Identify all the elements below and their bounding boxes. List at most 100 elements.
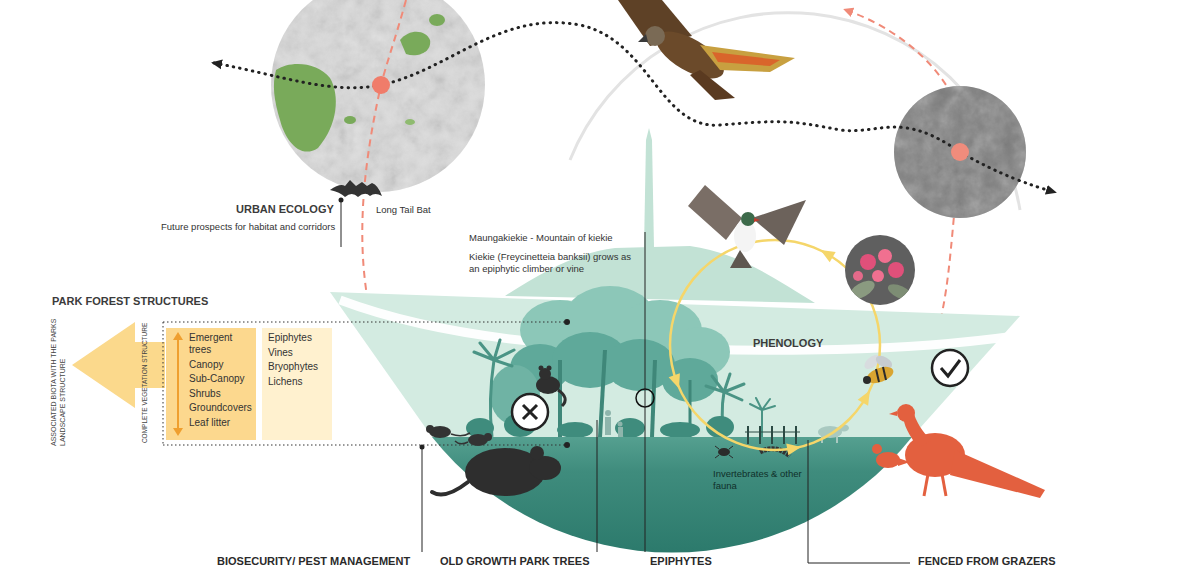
range-arrow: [172, 332, 184, 436]
possum-pest: [547, 366, 552, 371]
structure-bracket: [163, 322, 564, 323]
possum-pest: [539, 366, 544, 371]
invertebrates: [715, 446, 733, 458]
pest-cross-icon: [512, 394, 548, 430]
species-label: Long Tail Bat: [376, 204, 431, 215]
regional-map-globe: [400, 32, 430, 56]
layer-item: Sub-Canopy: [189, 373, 252, 385]
pheasant: [872, 444, 882, 454]
pheasant: [897, 404, 915, 422]
fence: [759, 426, 761, 444]
kaka-parrot: [712, 52, 780, 66]
caption-text: Future prospects for habitat and corrido…: [161, 221, 335, 232]
leader-dots: [564, 319, 570, 325]
check-icon: [941, 360, 960, 376]
range-arrow: [177, 338, 179, 430]
section-heading: URBAN ECOLOGY: [236, 203, 334, 216]
text-column: EpiphytesVinesBryophytesLichens: [268, 332, 328, 390]
park-trees: [750, 398, 775, 410]
associated-biota-box: EpiphytesVinesBryophytesLichens: [262, 328, 332, 440]
callout-heading: FENCED FROM GRAZERS: [918, 555, 1056, 567]
rat-pest: [530, 446, 544, 460]
text-column: Emergent treesCanopySub-CanopyShrubsGrou…: [189, 332, 252, 431]
pheasant: [924, 474, 928, 496]
structure-bracket: [163, 322, 164, 445]
flower-photo: [845, 235, 915, 305]
layer-item: Bryophytes: [268, 361, 328, 373]
park-trees: [660, 422, 700, 438]
long-tail-bat: [330, 180, 382, 197]
flower-photo: [846, 277, 877, 303]
leader-lines: [808, 440, 910, 563]
structure-bracket: [163, 445, 564, 446]
grazer: [836, 436, 838, 443]
park-visitors: [605, 410, 611, 416]
obelisk: [644, 128, 654, 248]
layer-item: Canopy: [189, 359, 252, 371]
check-icon: [932, 350, 968, 386]
honey-bee: [876, 369, 879, 382]
rat-pest: [426, 425, 561, 496]
range-arrow: [173, 332, 183, 340]
park-trees: [600, 350, 605, 437]
fence: [795, 426, 797, 444]
park-visitors: [605, 417, 611, 435]
layer-item: Shrubs: [189, 388, 252, 400]
layer-item: Vines: [268, 347, 328, 359]
pheasant: [889, 411, 897, 416]
leader-dots: [564, 442, 570, 448]
fence: [783, 426, 785, 444]
kereru-pigeon: [741, 212, 755, 226]
pest-cross-icon: [512, 394, 548, 430]
migration-arrow: [362, 0, 406, 343]
pheasant: [950, 450, 1045, 498]
rat-pest: [484, 433, 492, 441]
layer-item: Lichens: [268, 376, 328, 388]
rat-pest: [432, 482, 468, 494]
pest-cross-icon: [523, 405, 537, 419]
park-trees: [557, 422, 593, 438]
pheasant: [898, 458, 910, 466]
regional-map-globe: [344, 116, 356, 124]
aerial-map-globe: [894, 86, 1026, 218]
flower-photo: [888, 262, 904, 278]
layer-item: Epiphytes: [268, 332, 328, 344]
leader-lines: [341, 200, 910, 563]
kereru-pigeon: [752, 200, 806, 245]
pheasant: [942, 474, 946, 496]
fence: [747, 426, 749, 444]
place-label: Maungakiekie - Mountain of kiekie: [469, 232, 613, 243]
kereru-pigeon: [754, 218, 760, 222]
invertebrates: [718, 448, 730, 456]
leader-lines: [341, 200, 342, 247]
rat-pest: [426, 425, 434, 433]
layer-item: Leaf litter: [189, 417, 252, 429]
flower-photo: [845, 235, 915, 305]
regional-map-globe: [405, 119, 415, 125]
honey-bee: [883, 367, 886, 380]
honey-bee: [862, 352, 896, 386]
park-visitors: [605, 410, 623, 437]
flower-photo: [886, 281, 915, 303]
layer-item: Groundcovers: [189, 402, 252, 414]
range-arrow: [173, 428, 183, 436]
flower-photo: [860, 254, 876, 270]
kaka-parrot: [638, 34, 648, 42]
honey-bee: [863, 376, 871, 384]
check-icon: [932, 350, 968, 386]
species-label: Invertebrates & other fauna: [713, 468, 805, 491]
flower-photo: [878, 249, 892, 263]
park-trees: [761, 410, 763, 437]
grazer: [818, 425, 849, 444]
structure-bracket: [163, 322, 564, 445]
phenology-cycle: [669, 373, 685, 390]
park-trees: [466, 286, 775, 438]
layer-item: Emergent trees: [189, 332, 252, 356]
section-heading: PARK FOREST STRUCTURES: [52, 295, 208, 308]
pheasant: [872, 404, 1045, 498]
callout-heading: BIOSECURITY/ PEST MANAGEMENT: [217, 555, 410, 567]
callout-heading: EPIPHYTES: [650, 555, 712, 567]
